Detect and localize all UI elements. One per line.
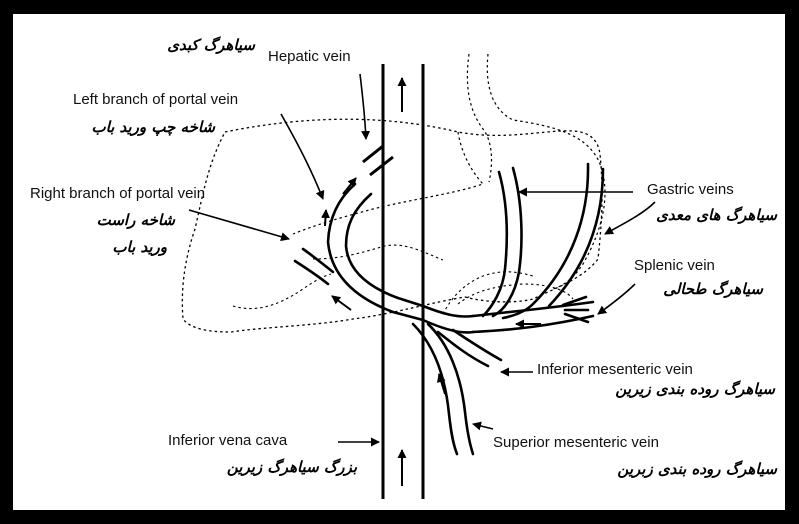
leader-left-branch <box>281 114 323 199</box>
gastric-veins-label-fa: سیاهرگ های معدی <box>656 206 777 224</box>
leader-gastric-2 <box>605 202 655 234</box>
right-branch-label-fa-1: شاخه راست <box>97 211 175 229</box>
esophagus-outline <box>467 54 491 182</box>
gastric-veins-label: Gastric veins <box>647 181 734 199</box>
gallbladder-line <box>443 272 533 314</box>
left-branch-label: Left branch of portal vein <box>73 91 238 109</box>
inferior-mesenteric-label: Inferior mesenteric vein <box>537 361 693 379</box>
left-branch-label-fa: شاخه چپ ورید باب <box>91 118 215 136</box>
inferior-mesenteric-label-fa: سیاهرگ روده بندی زیرین <box>615 380 775 398</box>
diagram-canvas: Hepatic vein Left branch of portal vein … <box>13 14 785 510</box>
superior-mesenteric-label: Superior mesenteric vein <box>493 434 659 452</box>
splenic-vein-label: Splenic vein <box>634 257 715 275</box>
flow-arrow-portal-trunk <box>332 296 351 310</box>
hepatic-vein-label: Hepatic vein <box>268 48 351 66</box>
leader-sup-mes <box>473 424 493 429</box>
ivc-label: Inferior vena cava <box>168 432 287 450</box>
liver-notch-line <box>233 274 331 309</box>
leader-hepatic <box>360 74 366 139</box>
hepatic-vein-label-fa: سیاهرگ کبدی <box>167 36 255 54</box>
liver-lobe-line <box>293 132 483 234</box>
leader-right-branch <box>189 210 289 239</box>
portal-vein-system <box>295 164 603 454</box>
superior-mesenteric-label-fa: سیاهرگ روده بندی زبرین <box>617 460 777 478</box>
ivc-label-fa: بزرگ سیاهرگ زیرین <box>227 458 357 476</box>
hepatic-stub-1 <box>363 146 383 162</box>
right-branch-label-fa-2: ورید باب <box>112 238 167 256</box>
flow-arrow-portal-left <box>325 210 326 226</box>
splenic-vein-label-fa: سیاهرگ طحالی <box>663 280 763 298</box>
leader-splenic <box>598 284 635 314</box>
right-branch-label: Right branch of portal vein <box>30 185 205 203</box>
